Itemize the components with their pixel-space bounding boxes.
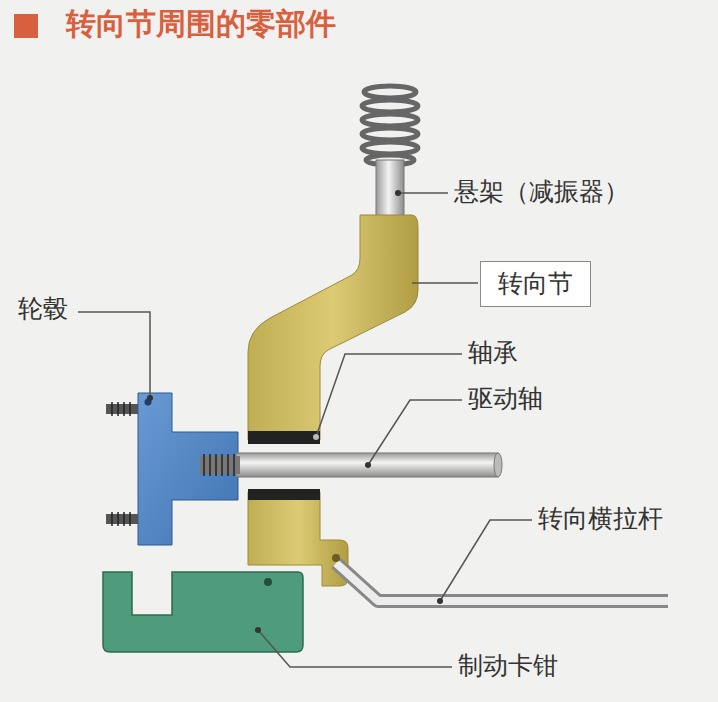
steering-knuckle [248,215,418,440]
drive-shaft [236,453,498,477]
part-label: 制动卡钳 [458,651,558,681]
leader-lines [78,193,532,667]
bearing [248,431,320,444]
bearing [248,489,320,500]
label-box: 转向节 [480,261,591,307]
brake-caliper [103,572,303,652]
part-label: 轮毂 [18,294,68,324]
title-bullet [14,14,38,38]
stud [106,514,140,524]
part-label: 轴承 [468,338,518,368]
diagram-title: 转向节周围的零部件 [66,6,336,42]
shock-rod [376,160,404,222]
stud [106,404,140,414]
part-label: 转向横拉杆 [538,504,663,534]
part-label: 驱动轴 [468,384,543,414]
part-label: 悬架（减振器） [454,177,629,207]
part-name: 转向节 [498,269,573,299]
tie-rod [336,563,668,601]
spring [362,86,418,165]
